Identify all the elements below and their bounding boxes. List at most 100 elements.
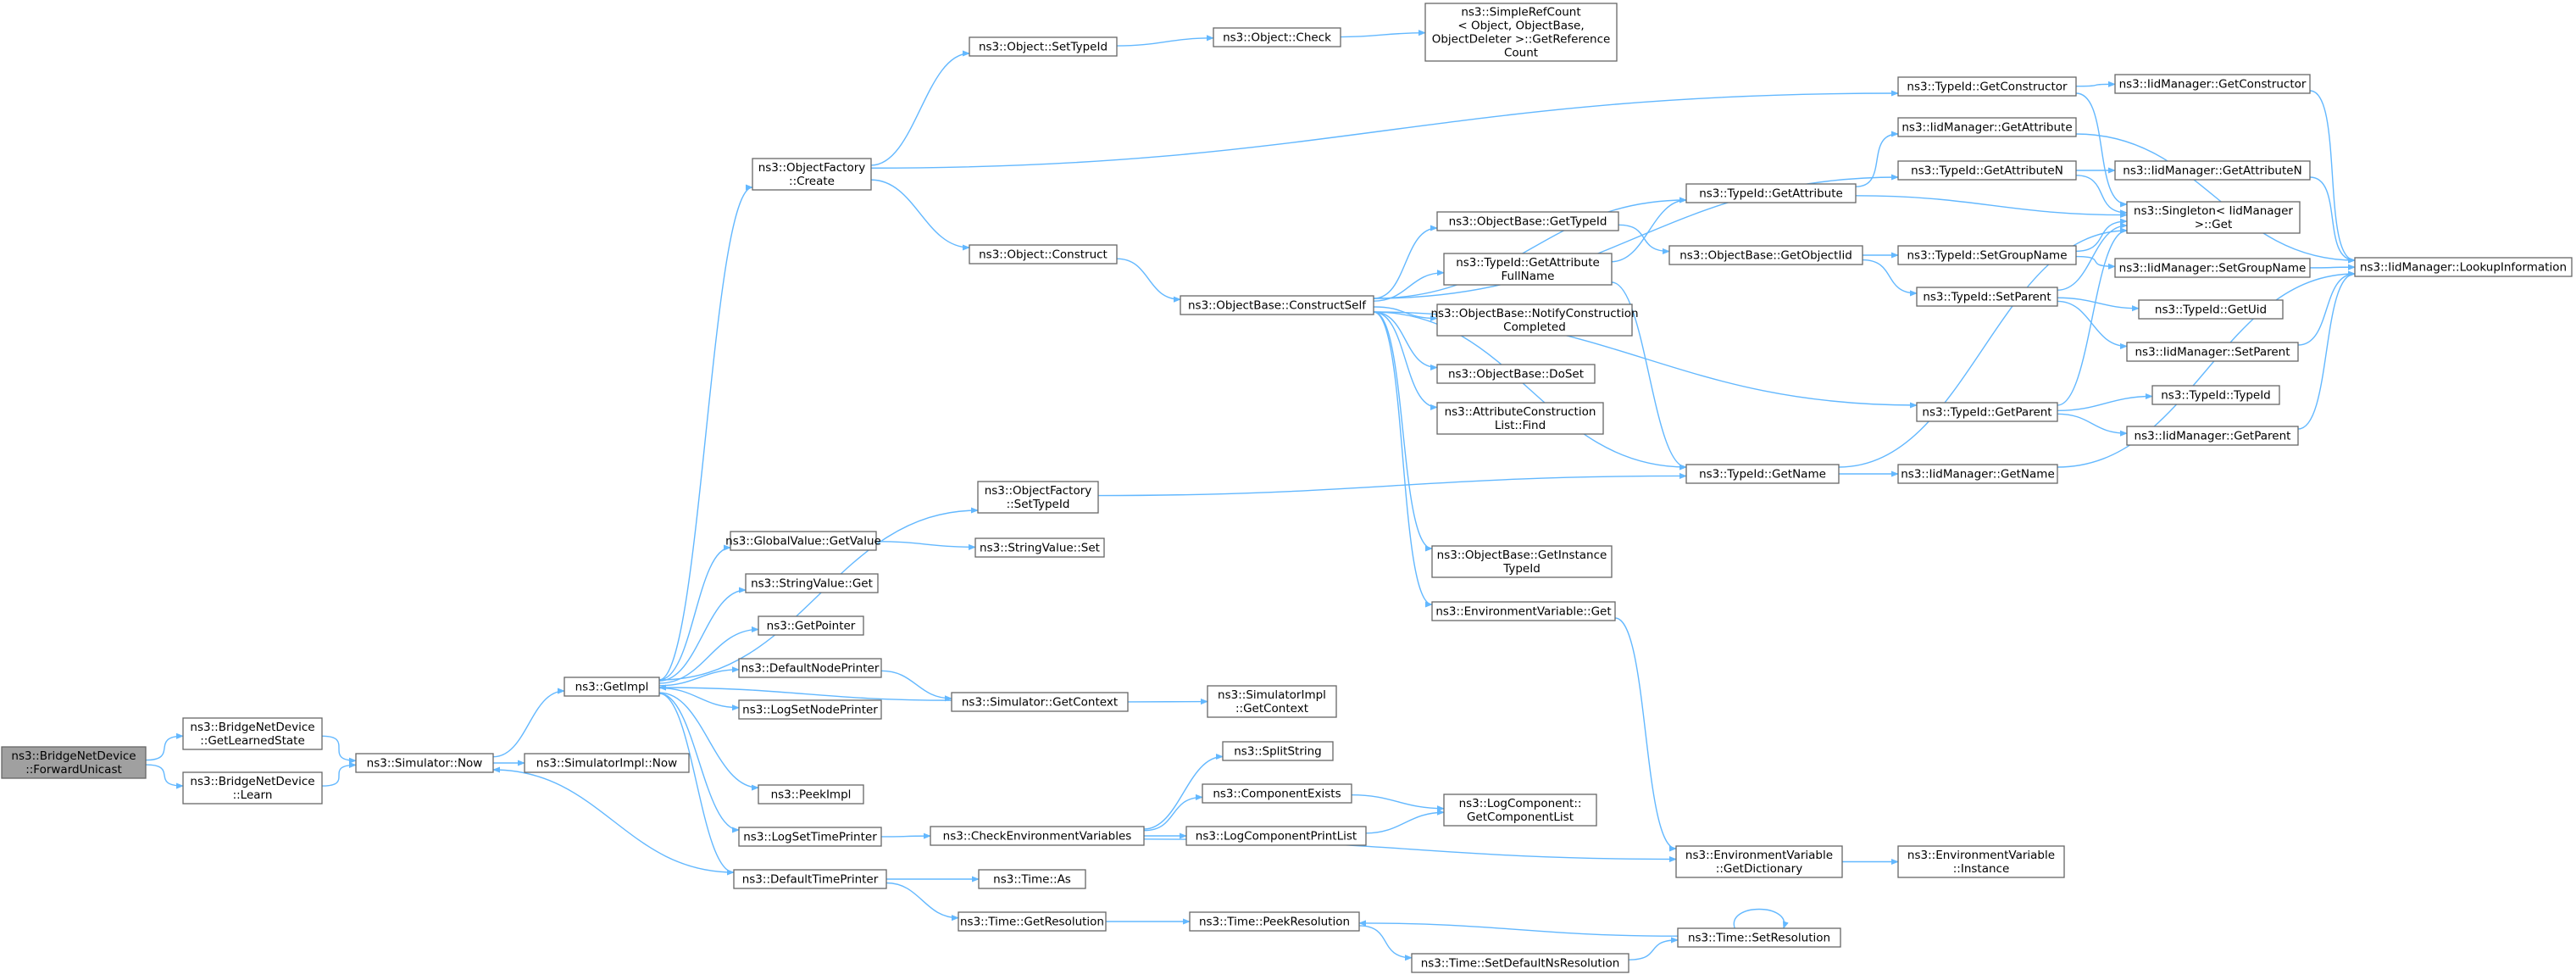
node-ns3-objectbase-doset[interactable]: ns3::ObjectBase::DoSet [1436,364,1596,384]
node-ns3-simulatorimpl-getcontext[interactable]: ns3::SimulatorImpl::GetContext [1207,685,1337,718]
edge-constructSelf-to-obDoSet [1373,311,1438,371]
node-label: ns3::Time::SetResolution [1688,932,1830,945]
node-ns3-splitstring[interactable]: ns3::SplitString [1222,741,1334,761]
node-ns3-objectbase-getobjectiid[interactable]: ns3::ObjectBase::GetObjectIid [1668,245,1863,265]
node-ns3-bridgenetdevice-forwardunicast[interactable]: ns3::BridgeNetDevice::ForwardUnicast [1,746,147,779]
node-ns3-typeid-getattribute[interactable]: ns3::TypeId::GetAttribute [1685,183,1857,203]
node-ns3-checkenvironmentvariables[interactable]: ns3::CheckEnvironmentVariables [930,826,1145,846]
node-ns3-iidmanager-getattribute[interactable]: ns3::IidManager::GetAttribute [1897,117,2077,137]
edge-tidSetParent-to-singleton [2057,222,2128,291]
node-ns3-iidmanager-getattributen[interactable]: ns3::IidManager::GetAttributeN [2114,160,2311,181]
node-label: TypeId [1502,562,1541,576]
node-ns3-objectbase-constructself[interactable]: ns3::ObjectBase::ConstructSelf [1180,295,1374,315]
node-ns3-iidmanager-lookupinformation[interactable]: ns3::IidManager::LookupInformation [2354,257,2573,277]
node-ns3-typeid-typeid[interactable]: ns3::TypeId::TypeId [2151,385,2280,405]
node-ns3-objectbase-gettypeid[interactable]: ns3::ObjectBase::GetTypeId [1436,211,1619,231]
node-ns3-simulator-now[interactable]: ns3::Simulator::Now [355,753,494,773]
node-ns3-typeid-setgroupname[interactable]: ns3::TypeId::SetGroupName [1897,245,2077,265]
node-label: ns3::TypeId::GetParent [1922,406,2051,420]
node-ns3-typeid-getparent[interactable]: ns3::TypeId::GetParent [1916,402,2058,422]
node-label: ns3::StringValue::Get [751,577,873,591]
edge-constructSelf-to-envGet [1373,311,1433,608]
node-ns3-typeid-getname[interactable]: ns3::TypeId::GetName [1685,464,1840,484]
node-ns3-defaultnodeprinter[interactable]: ns3::DefaultNodePrinter [738,658,882,678]
node-ns3-bridgenetdevice-learn[interactable]: ns3::BridgeNetDevice::Learn [182,771,323,805]
node-ns3-objectfactory-settypeid[interactable]: ns3::ObjectFactory::SetTypeId [977,481,1099,514]
node-ns3-iidmanager-setgroupname[interactable]: ns3::IidManager::SetGroupName [2114,258,2311,278]
node-ns3-stringvalue-get[interactable]: ns3::StringValue::Get [745,573,879,593]
node-label: ns3::Time::PeekResolution [1199,916,1350,929]
node-label: ns3::IidManager::GetParent [2135,430,2291,443]
edge-constructSelf-to-attrFind [1373,311,1438,410]
node-ns3-objectfactory-create[interactable]: ns3::ObjectFactory::Create [752,158,872,191]
edge-objSetTypeId-to-objCheck [1116,35,1214,47]
node-ns3-peekimpl[interactable]: ns3::PeekImpl [758,784,864,805]
node-ns3-logcomponentprintlist[interactable]: ns3::LogComponentPrintList [1185,826,1367,846]
edge-iidGetName-to-lookup [2057,270,2356,468]
node-label: ns3::AttributeConstruction [1445,405,1596,419]
node-ns3-object-settypeid[interactable]: ns3::Object::SetTypeId [969,36,1118,57]
node-ns3-simulator-getcontext[interactable]: ns3::Simulator::GetContext [951,692,1129,712]
node-ns3-typeid-getuid[interactable]: ns3::TypeId::GetUid [2138,299,2284,320]
node-box [2126,342,2299,362]
node-ns3-stringvalue-set[interactable]: ns3::StringValue::Set [974,537,1105,558]
node-ns3-object-construct[interactable]: ns3::Object::Construct [969,244,1118,264]
node-ns3-time-peekresolution[interactable]: ns3::Time::PeekResolution [1189,911,1360,932]
edge-checkEnv-to-splitString [1143,753,1224,830]
node-ns3-typeid-setparent[interactable]: ns3::TypeId::SetParent [1916,287,2058,307]
node-label: ns3::IidManager::LookupInformation [2360,261,2567,275]
node-label: ns3::ObjectBase::GetObjectIid [1679,249,1852,263]
node-box [1189,911,1360,932]
node-ns3-environmentvariable-getdictionary[interactable]: ns3::EnvironmentVariable::GetDictionary [1675,845,1843,878]
node-ns3-time-as[interactable]: ns3::Time::As [978,869,1086,889]
node-label: ns3::TypeId::GetAttribute [1699,187,1843,201]
edge-timeSetRes-to-timeSetRes [1733,908,1789,929]
edge-tidGetParent-to-iidGetParent [2057,413,2128,437]
node-ns3-iidmanager-setparent[interactable]: ns3::IidManager::SetParent [2126,342,2299,362]
node-ns3-logsettimeprinter[interactable]: ns3::LogSetTimePrinter [738,827,882,847]
edge-getImpl-to-peekImpl [658,692,759,791]
node-ns3-componentexists[interactable]: ns3::ComponentExists [1202,783,1352,804]
node-ns3-globalvalue-getvalue[interactable]: ns3::GlobalValue::GetValue [725,531,881,551]
node-box [1185,826,1367,846]
node-ns3-typeid-getconstructor[interactable]: ns3::TypeId::GetConstructor [1897,76,2077,97]
edge-timeSetRes-to-timePeekRes [1358,920,1679,937]
edge-tidGetAttrFull-to-tidGetAttribute [1611,197,1687,263]
node-ns3-iidmanager-getconstructor[interactable]: ns3::IidManager::GetConstructor [2114,74,2311,94]
node-label: ::SetTypeId [1007,498,1070,511]
node-ns3-singleton-iidmanager-get[interactable]: ns3::Singleton< IidManager>::Get [2126,201,2301,234]
node-ns3-simplerefcount-object-objectbase-objectdeleter-getreference-count[interactable]: ns3::SimpleRefCount< Object, ObjectBase,… [1424,3,1618,62]
node-ns3-bridgenetdevice-getlearnedstate[interactable]: ns3::BridgeNetDevice::GetLearnedState [182,717,323,750]
node-ns3-defaulttimeprinter[interactable]: ns3::DefaultTimePrinter [733,869,887,889]
node-ns3-logcomponent-getcomponentlist[interactable]: ns3::LogComponent::GetComponentList [1443,793,1597,827]
node-label: Completed [1503,320,1566,334]
node-ns3-environmentvariable-get[interactable]: ns3::EnvironmentVariable::Get [1431,601,1616,621]
node-label: ns3::SimulatorImpl::Now [536,757,677,771]
edge-objFactCreate-to-objSetTypeId [870,50,970,166]
node-label: ns3::IidManager::GetConstructor [2119,78,2307,92]
node-label: ns3::IidManager::SetParent [2135,346,2290,359]
node-ns3-iidmanager-getname[interactable]: ns3::IidManager::GetName [1897,464,2058,484]
node-ns3-time-getresolution[interactable]: ns3::Time::GetResolution [958,911,1107,932]
node-label: ns3::ObjectBase::GetInstance [1437,548,1607,562]
node-ns3-iidmanager-getparent[interactable]: ns3::IidManager::GetParent [2126,426,2299,446]
edge-tidSetParent-to-tidGetUid [2057,297,2140,312]
node-ns3-logsetnodeprinter[interactable]: ns3::LogSetNodePrinter [738,699,882,720]
node-ns3-getimpl[interactable]: ns3::GetImpl [564,677,660,697]
node-ns3-getpointer[interactable]: ns3::GetPointer [758,615,864,636]
node-label: ns3::EnvironmentVariable::Get [1435,605,1611,619]
edge-iidGetParent-to-lookup [2297,270,2356,430]
node-ns3-simulatorimpl-now[interactable]: ns3::SimulatorImpl::Now [524,753,690,773]
node-ns3-objectbase-notifyconstruction-completed[interactable]: ns3::ObjectBase::NotifyConstructionCompl… [1430,303,1639,337]
node-label: ::Create [789,175,835,188]
edge-logCompPrintList-to-getCompList [1365,809,1445,834]
node-ns3-time-setresolution[interactable]: ns3::Time::SetResolution [1677,927,1841,948]
node-ns3-time-setdefaultnsresolution[interactable]: ns3::Time::SetDefaultNsResolution [1411,953,1629,973]
edge-tidGetAttrFull-to-tidGetName [1611,281,1687,471]
node-ns3-environmentvariable-instance[interactable]: ns3::EnvironmentVariable::Instance [1897,845,2065,878]
node-ns3-object-check[interactable]: ns3::Object::Check [1213,27,1341,47]
node-ns3-typeid-getattributen[interactable]: ns3::TypeId::GetAttributeN [1897,160,2077,181]
